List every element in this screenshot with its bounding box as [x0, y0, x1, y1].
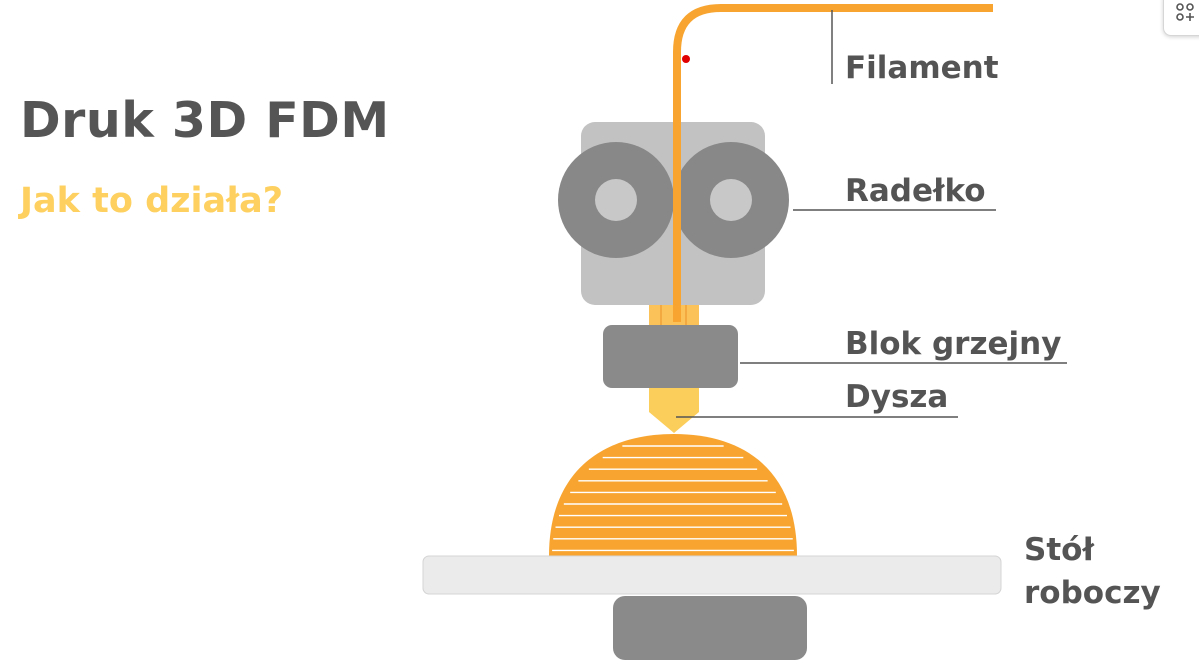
- red-marker: [682, 55, 690, 63]
- filament-label: Filament: [845, 50, 999, 86]
- apps-add-button[interactable]: [1163, 0, 1199, 36]
- heater-block-label: Blok grzejny: [845, 326, 1062, 362]
- print-bed-base: [613, 596, 807, 660]
- nozzle: [649, 388, 699, 433]
- apps-add-icon: [1176, 3, 1194, 21]
- bed-label-line-2: roboczy: [1024, 575, 1161, 611]
- bed-label-line-1: Stół: [1024, 532, 1094, 568]
- filament-strand: [673, 4, 993, 322]
- knurl-label: Radełko: [845, 173, 986, 209]
- printed-object: [549, 434, 797, 556]
- nozzle-label: Dysza: [845, 379, 949, 415]
- heater-block: [603, 325, 738, 388]
- print-bed: [422, 555, 1002, 595]
- page-title: Druk 3D FDM: [20, 92, 390, 149]
- page-subtitle: Jak to działa?: [20, 181, 284, 221]
- layer-lines: [552, 445, 794, 552]
